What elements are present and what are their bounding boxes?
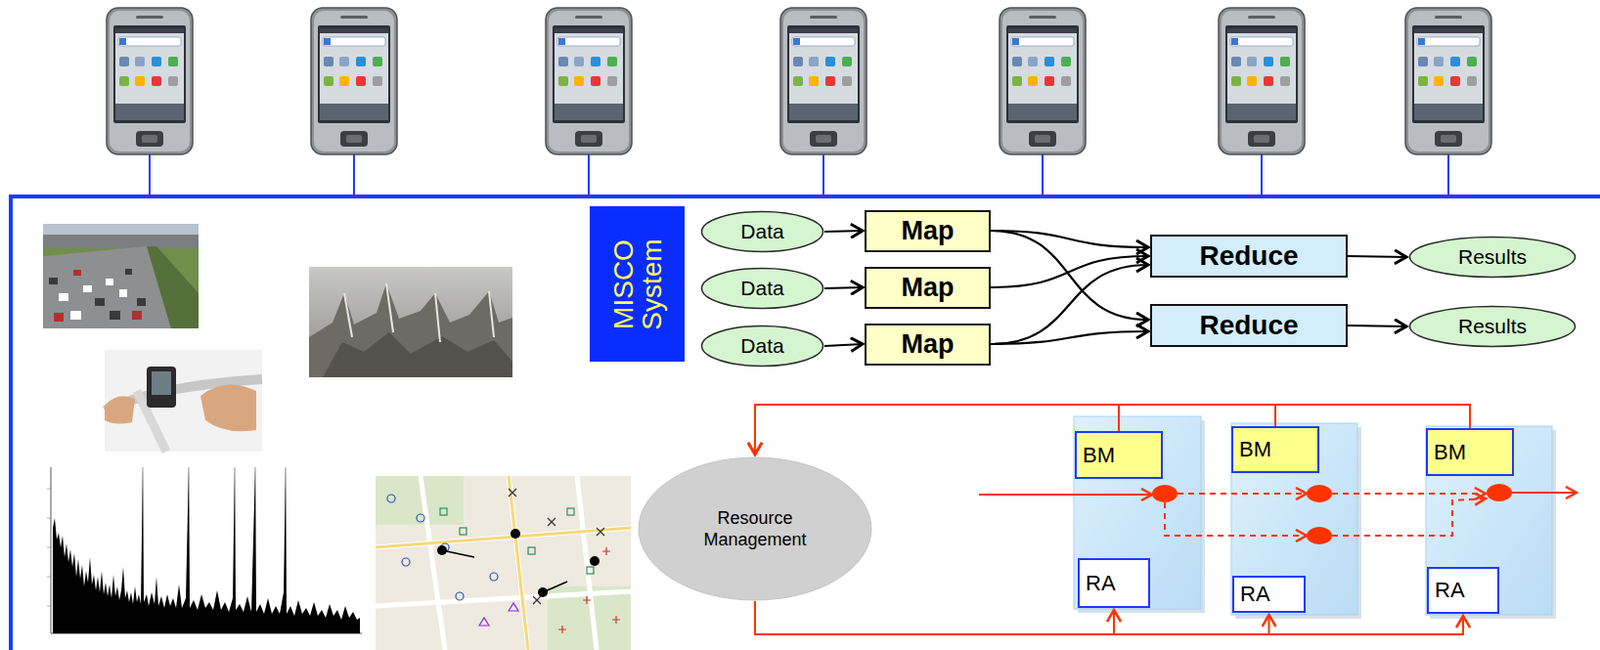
message-flow [978,484,1577,545]
map-box: Map [864,266,991,310]
map-box: Map [864,210,991,253]
dataflow-arrow [990,331,1149,345]
campus-map [375,476,631,650]
dataflow-arrow [824,344,863,347]
network-wires [149,154,1449,196]
dataflow-arrow [990,230,1149,320]
control-arrow [755,601,1270,635]
control-arrow [755,404,1119,455]
node-label: Data [740,276,784,301]
system-banner: MISCO System [589,206,685,362]
dataflow-arrow [990,256,1149,288]
node-label: Map [901,272,955,304]
node-label: Results [1458,245,1527,269]
data-oval: Data [700,210,825,254]
bm-box: BM [1425,428,1514,477]
control-arrow [755,601,1114,635]
bm-box: BM [1231,426,1320,474]
dataflow-arrow [1347,256,1407,258]
traffic-photo [43,223,199,329]
node-label: Data [740,334,784,358]
ra-box: RA [1077,558,1151,609]
control-arrow [755,404,1276,455]
node-label: BM [1239,437,1272,463]
data-oval: Data [700,324,825,368]
map-box: Map [864,323,991,366]
banner-text: MISCO System [608,212,667,356]
node-label: Reduce [1199,310,1298,342]
ra-box: RA [1426,567,1500,615]
node-label: Map [901,216,955,247]
node-label: BM [1082,443,1115,469]
shape-outline [637,456,873,602]
ra-box: RA [1232,576,1306,614]
reduce-box: Reduce [1150,234,1348,278]
node-label: Data [740,220,784,244]
rubble-photo [309,266,513,378]
node-label: RA [1240,581,1271,608]
dataflow-arrow [824,230,863,232]
broker-containers [1073,416,1556,620]
dataflow-arrow [824,287,863,289]
node-label: Map [901,329,955,360]
results-oval: Results [1408,235,1577,279]
node-label: Results [1458,314,1527,339]
node-label: RA [1434,577,1466,604]
data-oval: Data [700,266,825,311]
reduce-box: Reduce [1150,304,1348,348]
dataflow-arrow [1347,325,1407,327]
results-oval: Results [1408,305,1577,349]
phones [106,7,1492,155]
bm-box: BM [1074,431,1163,480]
delay-chart [27,460,364,650]
system-frame [10,196,1600,650]
node-label: RA [1085,571,1116,597]
resource-ellipse: Resource Management [637,456,873,602]
bike-photo [104,350,263,452]
node-label: Resource Management [691,507,819,552]
node-label: Reduce [1199,240,1298,272]
node-label: BM [1433,440,1467,466]
dataflow-arrow [990,265,1149,345]
